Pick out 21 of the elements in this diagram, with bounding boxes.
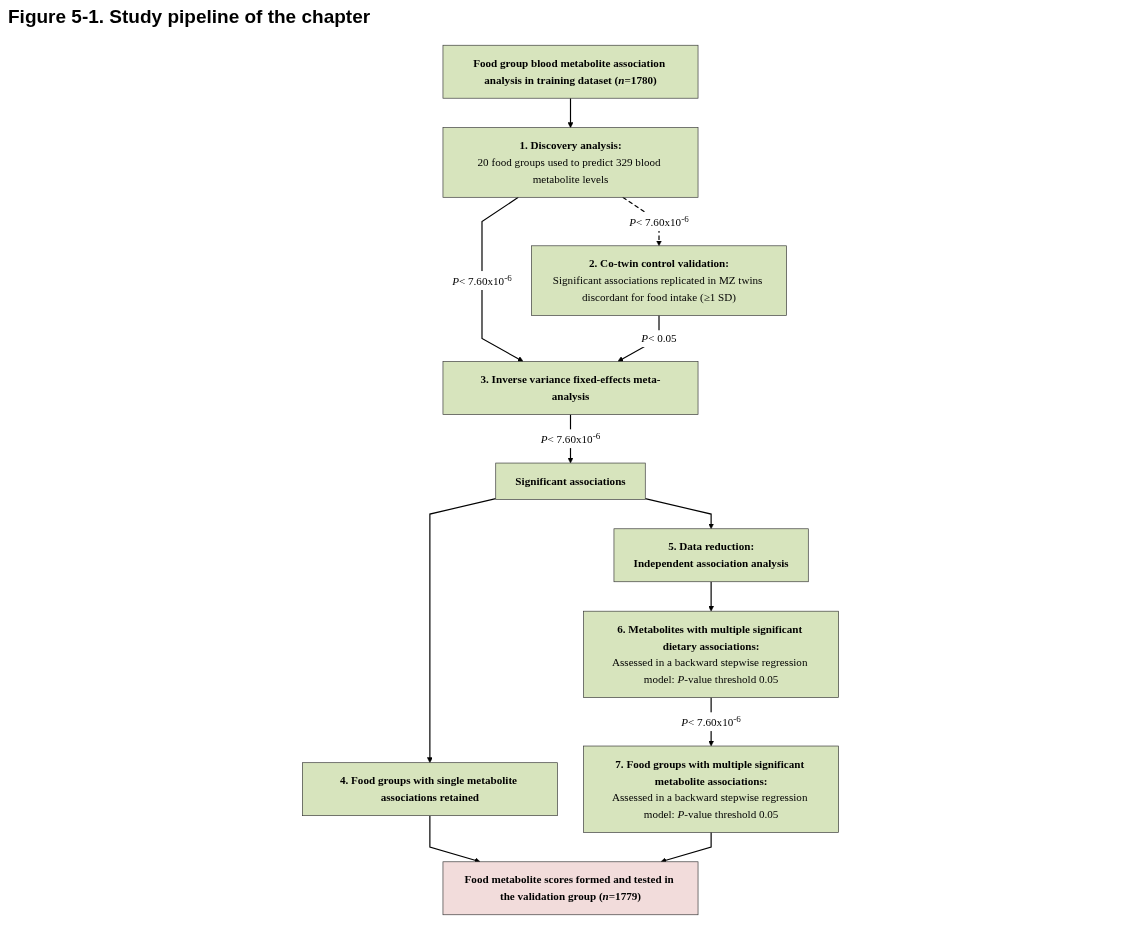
arrow [567,97,574,128]
node-box: Food group blood metabolite association analysis in training dataset (n=1780) [442,44,699,99]
node-box: 4. Food groups with single metabolite associations retained [302,762,558,816]
node-box: 6. Metabolites with multiple significant dietary associations: Assessed in a backward stepwise regression model: P-value threshold 0.05 [583,610,839,698]
arrow [708,581,714,612]
edge-label: P< 7.60x10$^{-6}$ [452,272,512,288]
arrow [644,498,714,530]
node-box: 3. Inverse variance fixed-effects meta-analysis [442,361,699,415]
edge-label: P< 0.05 [641,332,677,345]
edge-label: P< 7.60x10$^{-6}$ [629,213,689,229]
edge-label: P< 7.60x10$^{-6}$ [681,713,741,730]
figure-title: Figure 5-1. Study pipeline of the chapter [8,6,371,28]
edge-label: P< 7.60x10$^{-6}$ [540,430,601,447]
arrow [481,196,524,362]
arrow [427,498,497,763]
node-box: 2. Co-twin control validation: Significant associations replicated in MZ twins discordant for food intake (≥1 SD) [531,245,787,316]
node-box: 5. Data reduction: Independent association analysis [613,528,809,583]
node-box: 1. Discovery analysis: 20 food groups used to predict 329 blood metabolite levels [442,127,699,198]
node-box: Food metabolite scores formed and tested in the validation group (n=1779) [442,861,699,916]
node-box: 7. Food groups with multiple significant metabolite associations: Assessed in a backward stepwise regression model: P-value threshold 0.05 [583,745,839,833]
node-box: Significant associations [495,462,646,500]
